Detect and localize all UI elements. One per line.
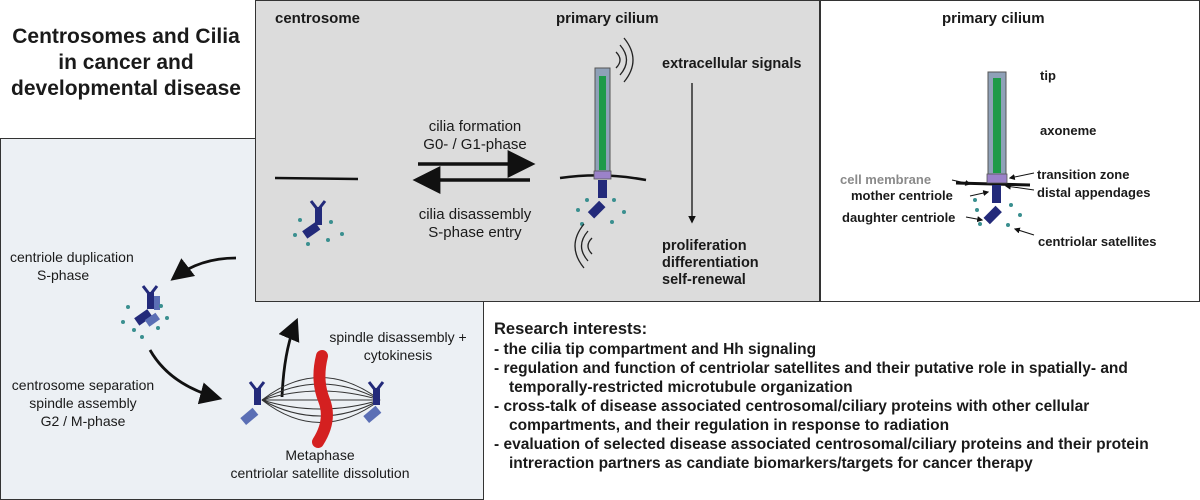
research-item: - regulation and function of centriolar … <box>494 360 1128 396</box>
primary-cilium-icon <box>559 67 647 226</box>
metaphase-label: Metaphase centriolar satellite dissoluti… <box>220 446 420 482</box>
centrosome-membrane-line <box>274 176 359 181</box>
cytokinesis-text: cytokinesis <box>363 347 433 363</box>
cilia-formation-text: cilia formation <box>428 118 522 135</box>
cell-membrane-label: cell membrane <box>840 172 932 187</box>
outcomes-list: proliferation differentiation self-renew… <box>662 238 759 289</box>
centrosome-separation-label: centrosome separation spindle assembly G… <box>8 376 158 430</box>
centriolar-satellites-label: centriolar satellites <box>1038 234 1157 249</box>
metaphase-spindle-icon <box>240 350 385 448</box>
research-item: - the cilia tip compartment and Hh signa… <box>494 341 817 358</box>
cilia-cycle-panel <box>255 0 820 302</box>
research-heading: Research interests: <box>494 320 648 338</box>
page-title: Centrosomes and Cilia in cancer and deve… <box>11 25 241 100</box>
satellite-dissolution-text: centriolar satellite dissolution <box>230 465 410 481</box>
cilia-disassembly-text: cilia disassembly <box>418 206 532 223</box>
anatomy-pointer-lines <box>951 172 1035 236</box>
separation-arrow <box>148 349 223 405</box>
research-item: - evaluation of selected disease associa… <box>494 436 1149 472</box>
s-phase-entry-text: S-phase entry <box>428 224 522 241</box>
centrosome-separation-text: centrosome separation <box>11 377 155 393</box>
daughter-centriole-label: daughter centriole <box>842 210 956 225</box>
centrosome-icon <box>293 200 344 246</box>
primary-cilium-label: primary cilium <box>556 10 659 27</box>
research-interests: Research interests: - the cilia tip comp… <box>494 320 1194 473</box>
g0-g1-phase-text: G0- / G1-phase <box>423 136 527 153</box>
anatomy-title: primary cilium <box>942 10 1045 27</box>
metaphase-text: Metaphase <box>285 447 355 463</box>
proliferation-text: proliferation <box>662 238 747 254</box>
differentiation-text: differentiation <box>662 255 759 271</box>
spindle-disassembly-text: spindle disassembly + <box>329 329 467 345</box>
centriole-duplication-text: centriole duplication <box>10 249 134 265</box>
distal-appendages-label: distal appendages <box>1037 185 1151 200</box>
cilium-anatomy-icon <box>955 71 1031 227</box>
g2-m-phase-text: G2 / M-phase <box>40 413 126 429</box>
duplicated-centrosome-icon <box>121 285 169 339</box>
axoneme-label: axoneme <box>1040 123 1097 138</box>
spindle-disassembly-label: spindle disassembly + cytokinesis <box>318 328 478 364</box>
signal-waves-icon <box>574 37 634 269</box>
cytokinesis-arrow <box>278 317 300 398</box>
centriole-duplication-label: centriole duplication S-phase <box>10 248 134 284</box>
mother-centriole-label: mother centriole <box>851 188 953 203</box>
spindle-assembly-text: spindle assembly <box>29 395 137 411</box>
extracellular-signals-label: extracellular signals <box>662 56 802 72</box>
cilia-disassembly-label: cilia disassembly S-phase entry <box>395 206 555 242</box>
research-item: - cross-talk of disease associated centr… <box>494 398 1090 434</box>
self-renewal-text: self-renewal <box>662 272 746 288</box>
transition-zone-label: transition zone <box>1037 167 1130 182</box>
duplication-arrow <box>170 256 237 281</box>
centrosome-label: centrosome <box>275 10 361 27</box>
cilium-anatomy-panel <box>820 0 1200 302</box>
tip-label: tip <box>1040 68 1056 83</box>
s-phase-text: S-phase <box>37 267 90 283</box>
cilia-formation-label: cilia formation G0- / G1-phase <box>400 118 550 154</box>
